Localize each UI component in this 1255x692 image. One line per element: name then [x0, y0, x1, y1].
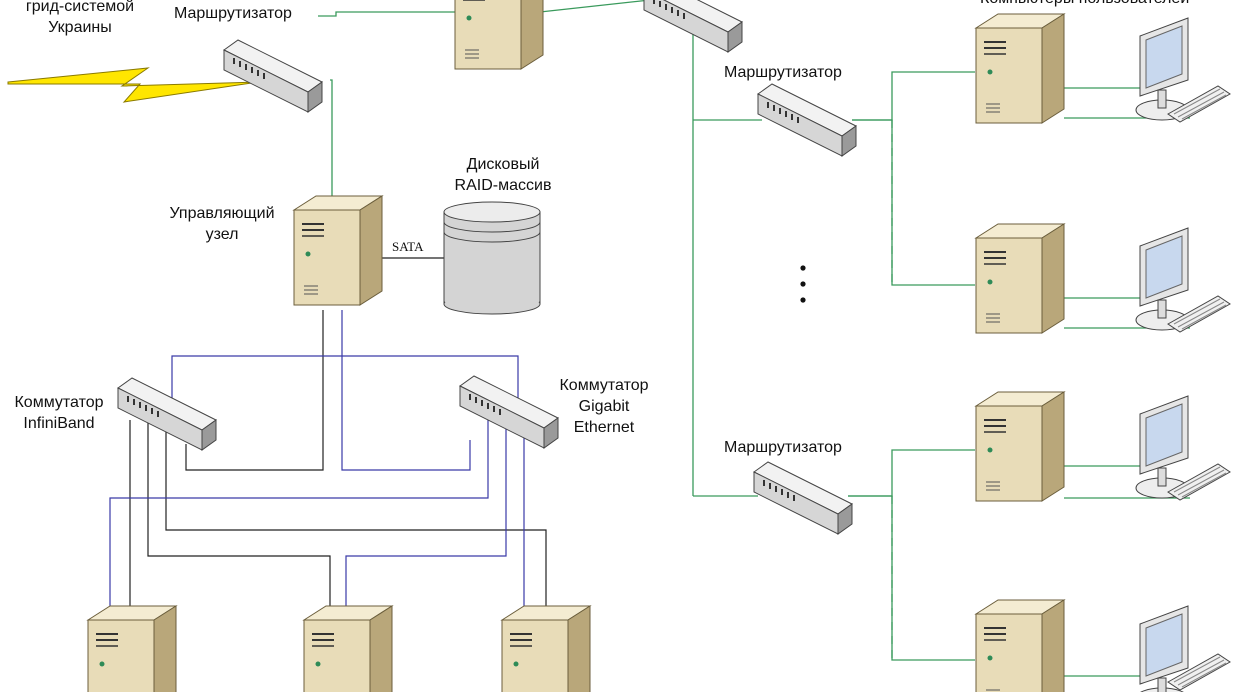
control-node-label-line2: узел	[205, 226, 239, 243]
infiniband-switch-label-line2: InfiniBand	[23, 415, 95, 432]
server-tower-icon	[975, 13, 1065, 124]
grid-label-line2: Украины	[48, 19, 112, 36]
router-bottom-label: Маршрутизатор	[724, 439, 842, 456]
infiniband-links	[129, 310, 547, 612]
monitor-icon	[1135, 17, 1189, 121]
sata-label: SATA	[392, 239, 424, 254]
monitor-icon	[1135, 227, 1189, 331]
server-tower-icon	[454, 0, 544, 70]
switch-icon	[459, 375, 559, 449]
ellipsis-icon	[800, 265, 806, 303]
infiniband-switch-label: Коммутатор InfiniBand	[14, 392, 103, 434]
lightning-icon	[7, 67, 259, 103]
control-node-label-line1: Управляющий	[169, 205, 275, 222]
router-icon	[757, 83, 857, 157]
raid-label-line2: RAID-массив	[454, 177, 552, 194]
raid-label-line1: Дисковый	[466, 156, 540, 173]
gigabit-switch-label-line3: Ethernet	[573, 419, 635, 436]
users-label: Компьютеры пользователей	[980, 0, 1189, 9]
monitor-icon	[1135, 395, 1189, 499]
infiniband-switch-label-line1: Коммутатор	[14, 394, 104, 411]
router-top-label: Маршрутизатор	[174, 5, 292, 22]
server-tower-icon	[975, 223, 1065, 334]
server-tower-icon	[975, 391, 1065, 502]
gigabit-switch-label-line2: Gigabit	[578, 398, 630, 415]
gigabit-switch-label-line1: Коммутатор	[559, 377, 649, 394]
raid-array-icon	[443, 201, 541, 315]
grid-label: грид-системой Украины	[26, 0, 134, 38]
gigabit-links	[109, 310, 525, 612]
server-tower-icon	[501, 605, 591, 692]
server-tower-icon	[87, 605, 177, 692]
router-mid-label: Маршрутизатор	[724, 64, 842, 81]
raid-label: Дисковый RAID-массив	[455, 154, 552, 196]
router-icon	[223, 39, 323, 113]
server-tower-icon	[303, 605, 393, 692]
control-node-label: Управляющий узел	[169, 203, 274, 245]
server-tower-icon	[975, 599, 1065, 692]
router-icon	[753, 461, 853, 535]
gigabit-switch-label: Коммутатор Gigabit Ethernet	[559, 375, 648, 438]
server-tower-icon	[293, 195, 383, 306]
switch-icon	[117, 377, 217, 451]
grid-label-line1: грид-системой	[25, 0, 135, 15]
